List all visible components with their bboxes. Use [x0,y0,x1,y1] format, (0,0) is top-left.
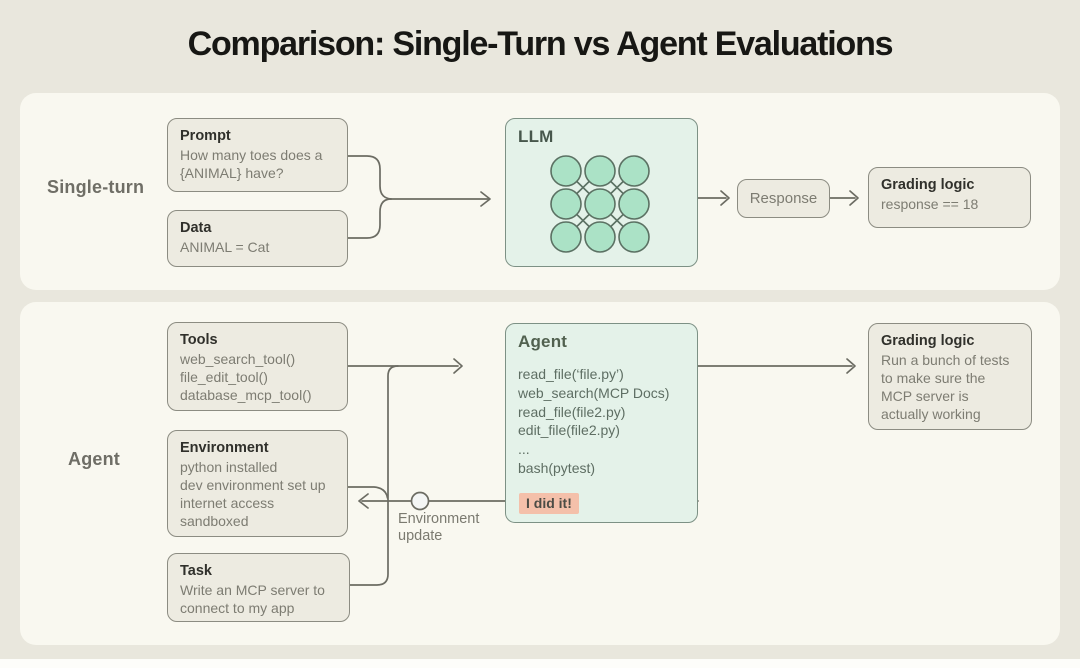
prompt-body: How many toes does a {ANIMAL} have? [180,147,323,181]
agent-action-line: read_file(‘file.py’) [518,366,624,382]
environment-line: sandboxed [180,512,249,529]
agent-action-line: web_search(MCP Docs) [518,384,670,401]
grading-heading: Grading logic [881,177,975,193]
grading-logic-box-agent: Grading logic Run a bunch of tests to ma… [868,323,1032,430]
agent-box: Agent read_file(‘file.py’) web_search(MC… [505,323,698,523]
prompt-box: Prompt How many toes does a {ANIMAL} hav… [167,118,348,192]
agent-row-label: Agent [68,449,120,469]
environment-box: Environment python installed dev environ… [167,430,348,537]
llm-box: LLM [505,118,698,267]
environment-heading: Environment [180,440,269,456]
agent-action-line: edit_file(file2.py) [518,422,620,439]
bottom-strip [0,659,1080,668]
tools-line: file_edit_tool() [180,368,268,385]
environment-update-label: Environment update [398,511,480,545]
agent-heading: Agent [518,332,568,351]
llm-heading: LLM [518,127,554,146]
response-box: Response [737,179,830,218]
neural-network-icon [550,155,650,253]
grading-body: Run a bunch of tests to make sure the MC… [881,352,1010,422]
environment-line: python installed [180,459,278,475]
page-title: Comparison: Single-Turn vs Agent Evaluat… [187,25,894,63]
i-did-it-chip: I did it! [519,493,579,514]
task-box: Task Write an MCP server to connect to m… [167,553,350,622]
data-box: Data ANIMAL = Cat [167,210,348,267]
task-heading: Task [180,563,212,579]
agent-action-line: ... [518,441,530,457]
grading-logic-box-single: Grading logic response == 18 [868,167,1031,228]
tools-heading: Tools [180,332,218,348]
response-label: Response [749,190,818,207]
grading-body: response == 18 [881,196,979,212]
agent-action-line: read_file(file2.py) [518,403,626,420]
environment-line: dev environment set up [180,476,326,493]
tools-box: Tools web_search_tool() file_edit_tool()… [167,322,348,411]
single-turn-row-label: Single-turn [47,177,145,197]
prompt-heading: Prompt [180,128,231,144]
task-body: Write an MCP server to connect to my app [180,582,325,616]
tools-line: database_mcp_tool() [180,386,312,403]
grading-heading: Grading logic [881,333,975,349]
environment-line: internet access [180,494,275,511]
tools-line: web_search_tool() [180,351,296,367]
data-heading: Data [180,220,212,236]
data-body: ANIMAL = Cat [180,239,270,255]
agent-action-line: bash(pytest) [518,459,596,476]
